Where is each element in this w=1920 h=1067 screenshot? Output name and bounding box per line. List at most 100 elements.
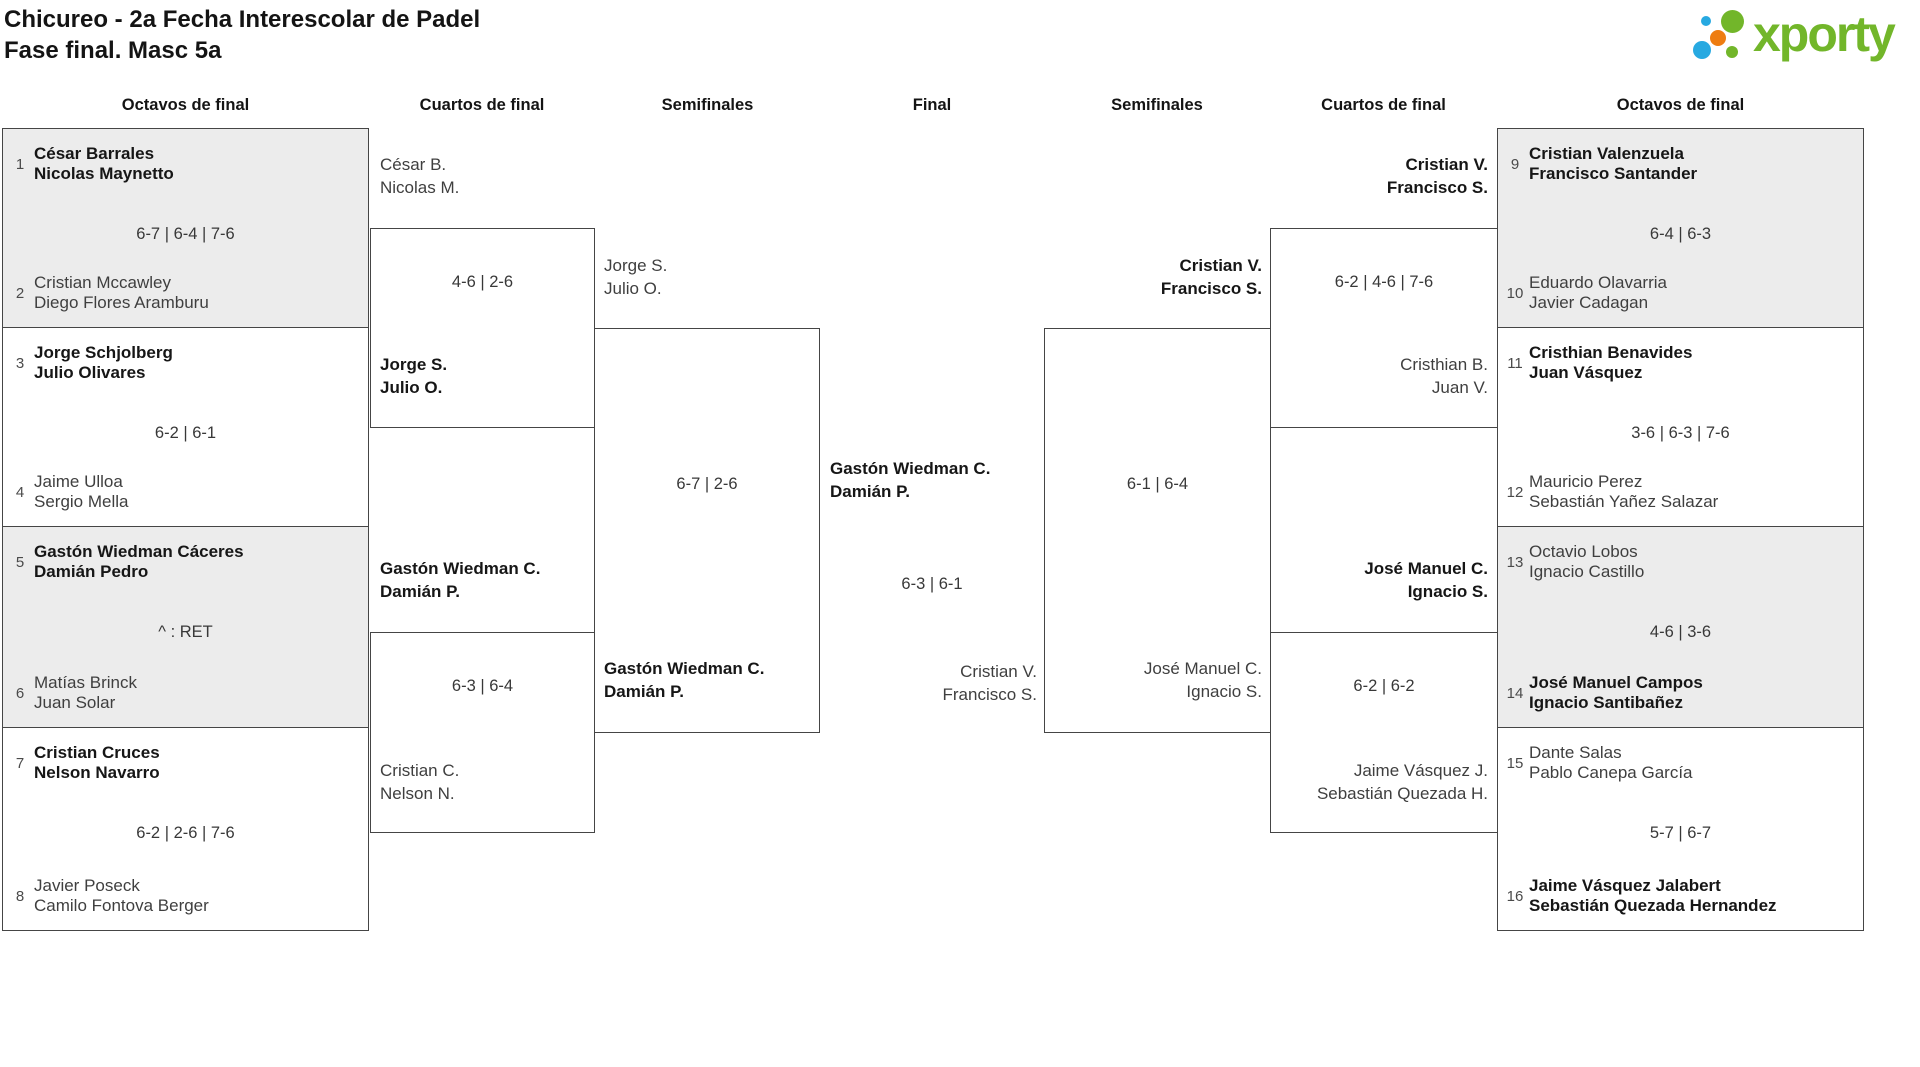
team-row-bottom: 16 Jaime Vásquez Jalabert Sebastián Quez… <box>1503 876 1857 916</box>
participant-label-cuartos-right-1-bottom: Cristhian B. Juan V. <box>1270 353 1488 399</box>
seed-number: 2 <box>15 284 25 302</box>
team-names: Cristian Valenzuela Francisco Santander <box>1529 144 1697 184</box>
logo-dot-green-small <box>1726 46 1738 58</box>
player-name: Julio O. <box>604 279 662 298</box>
seed-number: 11 <box>1507 354 1523 372</box>
logo-dot-orange <box>1710 30 1726 46</box>
team-row-top: 3 Jorge Schjolberg Julio Olivares <box>8 343 362 383</box>
player-name: Jorge S. <box>380 355 448 374</box>
seed-number: 6 <box>15 684 25 702</box>
player-name: Julio O. <box>380 378 443 397</box>
participant-label-cuartos-left-2-bottom: Cristian C. Nelson N. <box>380 759 459 805</box>
player-name: Juan Vásquez <box>1529 363 1643 382</box>
player-name: Ignacio Santibañez <box>1529 693 1683 712</box>
match-box-cuartos-right-1[interactable]: 6-2 | 4-6 | 7-6 <box>1270 228 1498 428</box>
team-names: Dante Salas Pablo Canepa García <box>1529 743 1693 783</box>
match-score: 6-7 | 2-6 <box>676 475 738 493</box>
player-name: Cristian Cruces <box>34 743 160 762</box>
player-name: Cristhian B. <box>1400 355 1488 374</box>
final-score: 6-3 | 6-1 <box>901 575 963 593</box>
team-names: Jaime Ulloa Sergio Mella <box>34 472 129 512</box>
team-row-bottom: 6 Matías Brinck Juan Solar <box>8 673 362 713</box>
page-title-line1: Chicureo - 2a Fecha Interescolar de Pade… <box>4 6 481 33</box>
team-row-top: 11 Cristhian Benavides Juan Vásquez <box>1503 343 1857 383</box>
player-name: Cristian C. <box>380 761 460 780</box>
match-box-semi-right[interactable]: 6-1 | 6-4 <box>1044 328 1271 733</box>
match-box-cuartos-right-2[interactable]: 6-2 | 6-2 <box>1270 632 1498 833</box>
team-row-bottom: 4 Jaime Ulloa Sergio Mella <box>8 472 362 512</box>
logo-dot-green-large <box>1721 10 1744 33</box>
player-name: Gastón Wiedman Cáceres <box>34 542 244 561</box>
seed-number: 14 <box>1506 684 1524 702</box>
match-box-octavos-9-10[interactable]: 9 Cristian Valenzuela Francisco Santande… <box>1497 128 1864 328</box>
match-score: 6-2 | 4-6 | 7-6 <box>1334 273 1434 291</box>
team-names: Octavio Lobos Ignacio Castillo <box>1529 542 1644 582</box>
player-name: Cristhian Benavides <box>1529 343 1693 362</box>
round-header-octavos-right: Octavos de final <box>1616 96 1745 114</box>
match-box-semi-left[interactable]: 6-7 | 2-6 <box>594 328 820 733</box>
player-name: César Barrales <box>34 144 155 163</box>
round-header-octavos-left: Octavos de final <box>121 96 250 114</box>
player-name: Gastón Wiedman C. <box>604 659 765 678</box>
match-box-octavos-7-8[interactable]: 7 Cristian Cruces Nelson Navarro 6-2 | 2… <box>2 727 369 931</box>
team-names: Matías Brinck Juan Solar <box>34 673 137 713</box>
player-name: Diego Flores Aramburu <box>34 293 209 312</box>
team-names: Mauricio Perez Sebastián Yañez Salazar <box>1529 472 1718 512</box>
match-box-cuartos-left-1[interactable]: 4-6 | 2-6 <box>370 228 595 428</box>
team-row-bottom: 10 Eduardo Olavarria Javier Cadagan <box>1503 273 1857 313</box>
player-name: Javier Poseck <box>34 876 140 895</box>
player-name: Juan Solar <box>34 693 116 712</box>
match-score: ^ : RET <box>158 623 213 641</box>
seed-number: 4 <box>15 483 25 501</box>
team-row-top: 9 Cristian Valenzuela Francisco Santande… <box>1503 144 1857 184</box>
team-row-top: 1 César Barrales Nicolas Maynetto <box>8 144 362 184</box>
team-names: Gastón Wiedman Cáceres Damián Pedro <box>34 542 244 582</box>
logo-dot-blue-small <box>1701 16 1711 26</box>
round-header-cuartos-right: Cuartos de final <box>1321 96 1446 114</box>
player-name: Mauricio Perez <box>1529 472 1643 491</box>
team-row-top: 15 Dante Salas Pablo Canepa García <box>1503 743 1857 783</box>
player-name: Damián Pedro <box>34 562 149 581</box>
team-row-top: 13 Octavio Lobos Ignacio Castillo <box>1503 542 1857 582</box>
round-header-semis-left: Semifinales <box>661 96 754 114</box>
team-names: Eduardo Olavarria Javier Cadagan <box>1529 273 1667 313</box>
logo-wordmark: xporty <box>1753 6 1896 62</box>
match-box-octavos-5-6[interactable]: 5 Gastón Wiedman Cáceres Damián Pedro ^ … <box>2 526 369 728</box>
team-names: Cristian Mccawley Diego Flores Aramburu <box>34 273 209 313</box>
player-name: César B. <box>380 155 447 174</box>
match-score: 6-2 | 6-2 <box>1353 677 1415 695</box>
team-row-top: 5 Gastón Wiedman Cáceres Damián Pedro <box>8 542 362 582</box>
participant-label-final-runnerup: Cristian V. Francisco S. <box>820 660 1037 706</box>
seed-number: 9 <box>1510 155 1520 173</box>
xporty-logo[interactable]: xporty <box>1690 0 1920 80</box>
participant-label-semi-left-bottom: Gastón Wiedman C. Damián P. <box>604 657 764 703</box>
player-name: Eduardo Olavarria <box>1529 273 1667 292</box>
match-box-octavos-1-2[interactable]: 1 César Barrales Nicolas Maynetto 6-7 | … <box>2 128 369 328</box>
player-name: Ignacio Castillo <box>1529 562 1645 581</box>
team-names: César Barrales Nicolas Maynetto <box>34 144 174 184</box>
match-box-octavos-13-14[interactable]: 13 Octavio Lobos Ignacio Castillo 4-6 | … <box>1497 526 1864 728</box>
player-name: Julio Olivares <box>34 363 146 382</box>
player-name: Gastón Wiedman C. <box>830 459 991 478</box>
page-title: Chicureo - 2a Fecha Interescolar de Pade… <box>4 4 480 66</box>
match-box-octavos-3-4[interactable]: 3 Jorge Schjolberg Julio Olivares 6-2 | … <box>2 327 369 527</box>
match-box-cuartos-left-2[interactable]: 6-3 | 6-4 <box>370 632 595 833</box>
match-box-octavos-11-12[interactable]: 11 Cristhian Benavides Juan Vásquez 3-6 … <box>1497 327 1864 527</box>
seed-number: 7 <box>15 754 25 772</box>
match-box-octavos-15-16[interactable]: 15 Dante Salas Pablo Canepa García 5-7 |… <box>1497 727 1864 931</box>
team-names: José Manuel Campos Ignacio Santibañez <box>1529 673 1703 713</box>
team-names: Cristian Cruces Nelson Navarro <box>34 743 160 783</box>
page-title-line2: Fase final. Masc 5a <box>4 37 222 64</box>
match-score: 5-7 | 6-7 <box>1649 824 1712 842</box>
match-score: 6-2 | 2-6 | 7-6 <box>136 824 235 842</box>
match-score: 6-4 | 6-3 <box>1649 225 1712 243</box>
player-name: Sebastián Quezada Hernandez <box>1529 896 1777 915</box>
player-name: Sebastián Quezada H. <box>1316 784 1488 803</box>
participant-label-semi-left-top: Jorge S. Julio O. <box>604 254 667 300</box>
participant-label-semi-right-bottom: José Manuel C. Ignacio S. <box>1044 657 1262 703</box>
player-name: Cristian V. <box>1405 155 1488 174</box>
round-header-cuartos-left: Cuartos de final <box>419 96 545 114</box>
match-score: 4-6 | 2-6 <box>451 273 514 291</box>
player-name: Sergio Mella <box>34 492 129 511</box>
